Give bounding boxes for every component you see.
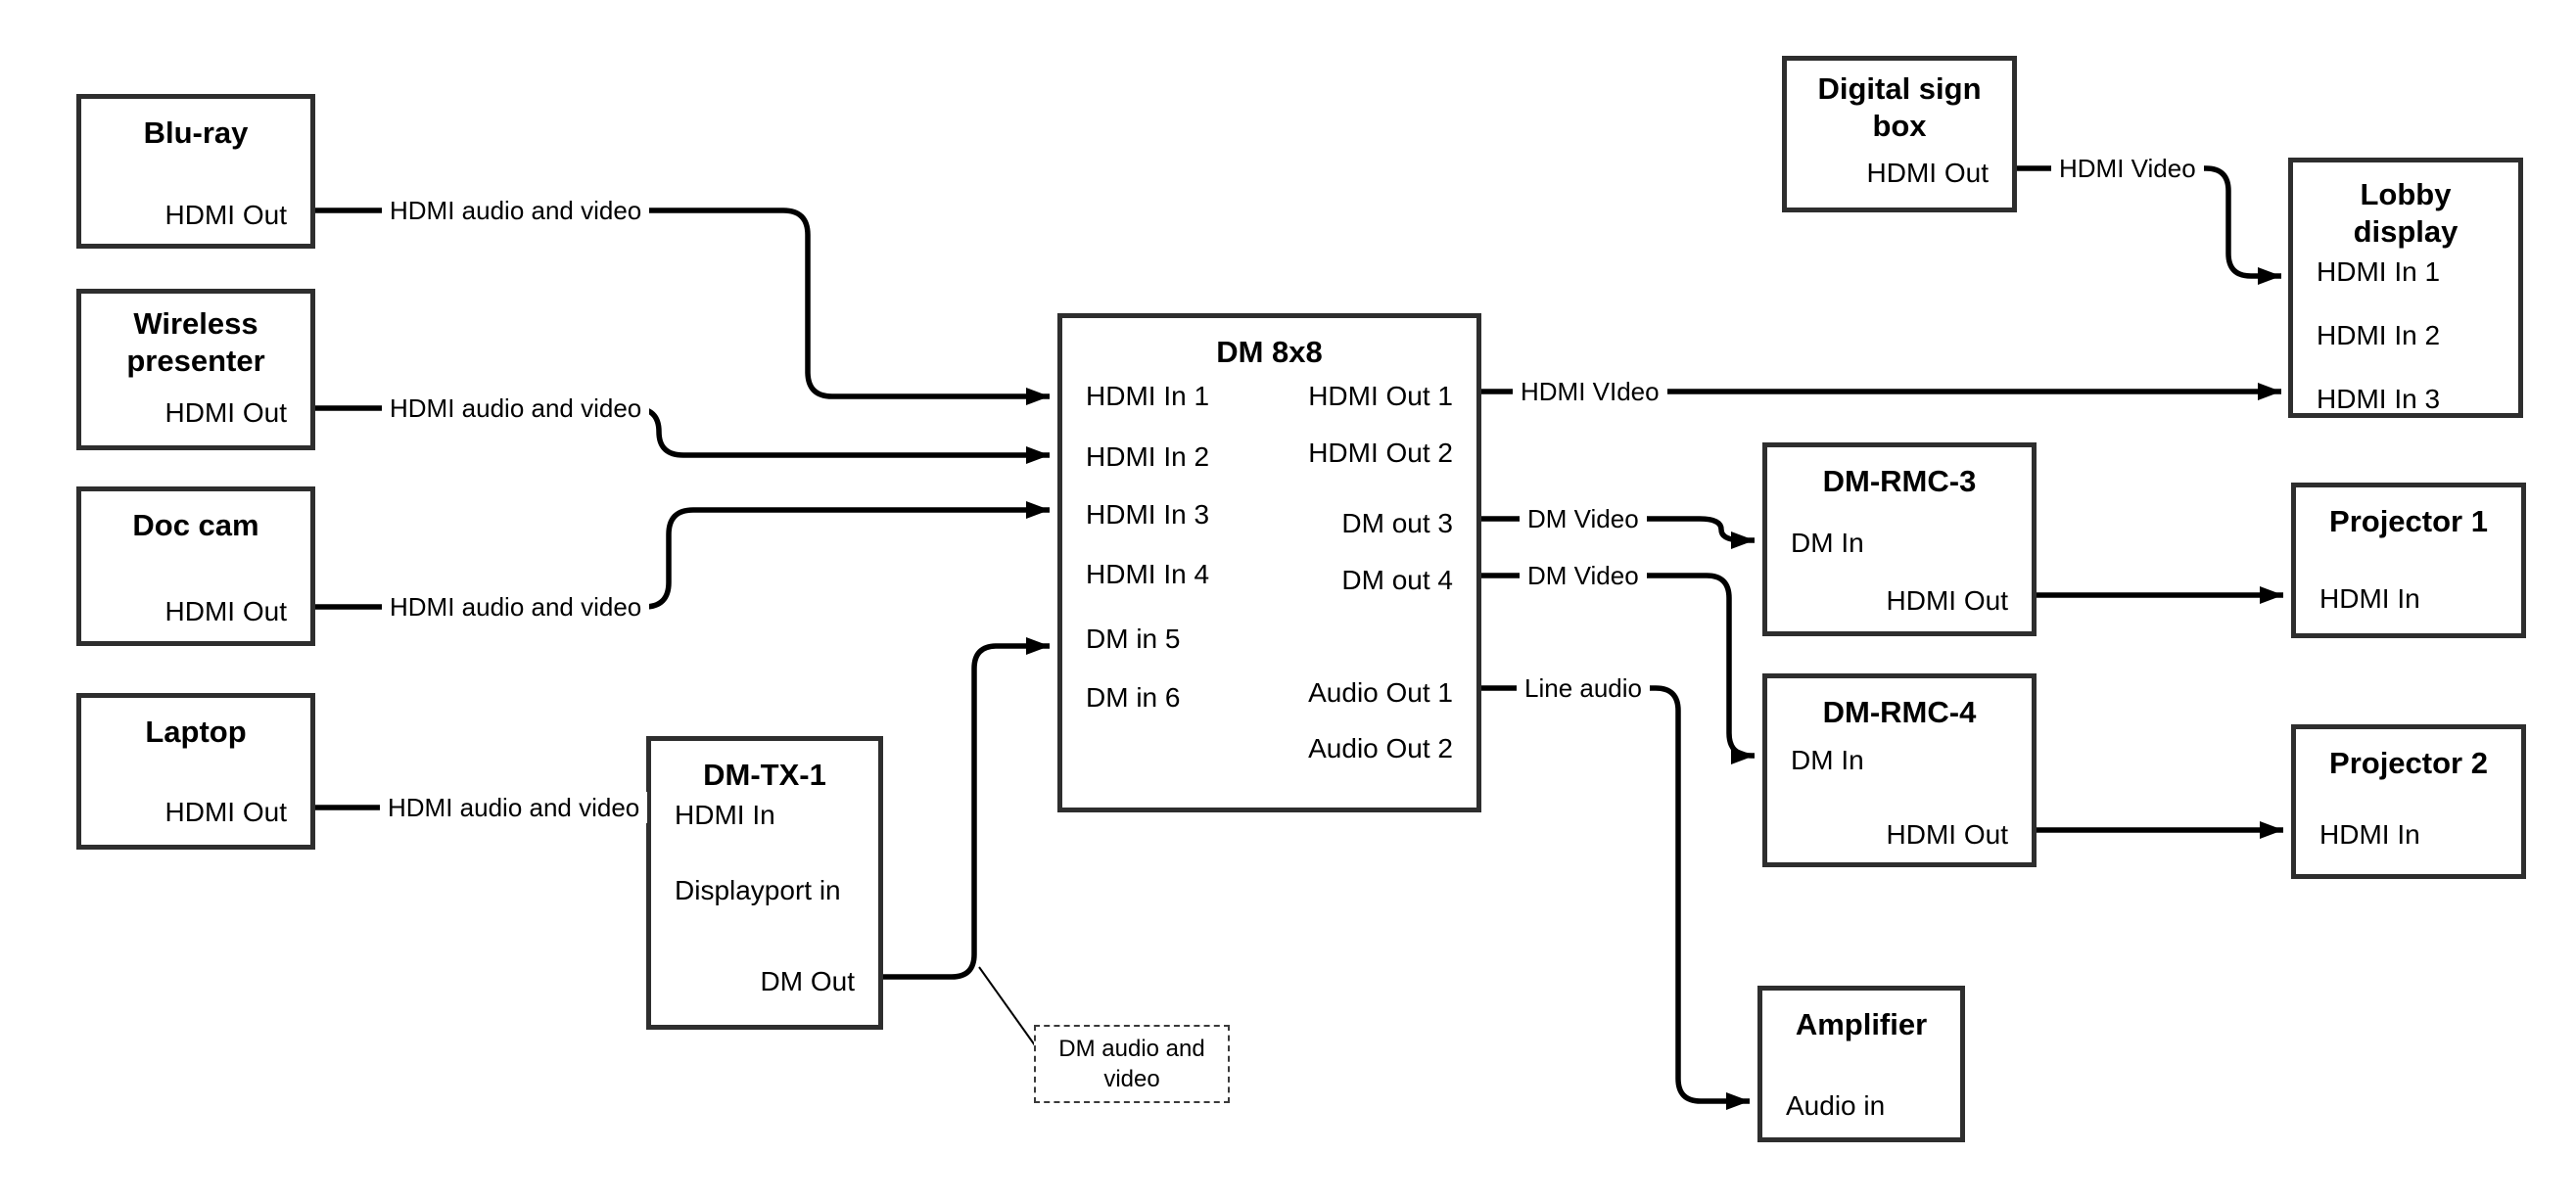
node-projector-1: Projector 1 HDMI In [2291,483,2526,638]
node-dm-rmc-4: DM-RMC-4 DM In HDMI Out [1762,673,2037,867]
port-audio-in: Audio in [1786,1090,1886,1121]
connector-digsign-lobby [2017,165,2281,285]
connection-label: DM Video [1520,503,1647,534]
port-hdmi-out: HDMI Out [164,397,287,428]
node-digital-sign-box: Digital sign box HDMI Out [1782,56,2017,212]
node-title: DM-TX-1 [703,758,826,792]
node-title: Wireless presenter [126,306,265,378]
connection-label: HDMI audio and video [382,195,650,226]
node-projector-2: Projector 2 HDMI In [2291,724,2526,879]
port-dm-in: DM In [1791,528,1864,558]
node-wireless-presenter: Wireless presenter HDMI Out [76,289,315,450]
port-dm-in: DM In [1791,745,1864,775]
port-hdmi-in-3: HDMI In 3 [2317,384,2441,414]
annotation-leader-line [978,966,1036,1046]
port-hdmi-out: HDMI Out [164,596,287,626]
port-hdmi-out: HDMI Out [1886,819,2008,850]
connector-doccam-dm8x8 [315,501,1050,610]
node-title: Projector 2 [2329,746,2488,780]
connection-label: HDMI Video [2051,153,2204,184]
connector-dmout3-rmc3 [1481,516,1755,549]
connector-dmout4-rmc4 [1481,573,1755,764]
port-hdmi-in: HDMI In [2319,819,2420,850]
connection-label: HDMI audio and video [382,591,650,623]
port-hdmi-in: HDMI In [2319,583,2420,614]
node-laptop: Laptop HDMI Out [76,693,315,850]
node-amplifier: Amplifier Audio in [1757,986,1965,1142]
connection-label: DM Video [1520,560,1647,591]
port-hdmi-in-1: HDMI In 1 [2317,256,2441,287]
connection-label: HDMI VIdeo [1513,376,1667,407]
connection-label: HDMI audio and video [380,792,648,823]
port-hdmi-out-2: HDMI Out 2 [1308,438,1453,468]
port-hdmi-in-1: HDMI In 1 [1086,381,1210,411]
connector-audio1-amp [1481,685,1750,1110]
node-title: Laptop [145,715,247,749]
port-dm-in-6: DM in 6 [1086,682,1181,713]
port-hdmi-in: HDMI In [675,800,775,830]
node-title: Amplifier [1795,1007,1928,1041]
annotation-dm-audio-video: DM audio and video [1034,1025,1230,1103]
port-displayport-in: Displayport in [675,875,841,905]
node-dm-rmc-3: DM-RMC-3 DM In HDMI Out [1762,442,2037,636]
port-hdmi-out: HDMI Out [1886,585,2008,616]
port-hdmi-out: HDMI Out [1866,158,1989,188]
connection-label: HDMI audio and video [382,393,650,424]
port-dm-out-3: DM out 3 [1341,508,1453,538]
port-hdmi-out: HDMI Out [164,797,287,827]
node-title: DM-RMC-3 [1822,464,1977,498]
node-title: Digital sign box [1817,71,1982,143]
port-dm-out-4: DM out 4 [1341,565,1453,595]
node-title: Doc cam [132,508,259,542]
port-hdmi-in-2: HDMI In 2 [2317,320,2441,350]
port-audio-out-2: Audio Out 2 [1308,733,1453,763]
node-title: DM-RMC-4 [1822,695,1977,729]
node-blu-ray: Blu-ray HDMI Out [76,94,315,249]
connector-bluray-dm8x8 [315,208,1050,405]
connection-label: Line audio [1517,672,1650,704]
node-title: DM 8x8 [1216,335,1323,369]
port-hdmi-in-3: HDMI In 3 [1086,499,1210,530]
port-hdmi-out-1: HDMI Out 1 [1308,381,1453,411]
node-lobby-display: Lobby display HDMI In 1 HDMI In 2 HDMI I… [2288,158,2523,418]
port-hdmi-out: HDMI Out [164,200,287,230]
node-doc-cam: Doc cam HDMI Out [76,486,315,646]
node-dm-tx-1: DM-TX-1 HDMI In Displayport in DM Out [646,736,883,1030]
port-dm-out: DM Out [760,966,855,996]
node-dm-8x8: DM 8x8 HDMI In 1 HDMI In 2 HDMI In 3 HDM… [1057,313,1481,812]
connector-dmtx1-dm8x8 [883,637,1050,980]
node-title: Projector 1 [2329,504,2488,538]
port-dm-in-5: DM in 5 [1086,624,1181,654]
port-audio-out-1: Audio Out 1 [1308,677,1453,708]
port-hdmi-in-4: HDMI In 4 [1086,559,1210,589]
node-title: Lobby display [2353,177,2459,249]
port-hdmi-in-2: HDMI In 2 [1086,441,1210,472]
node-title: Blu-ray [143,115,249,150]
